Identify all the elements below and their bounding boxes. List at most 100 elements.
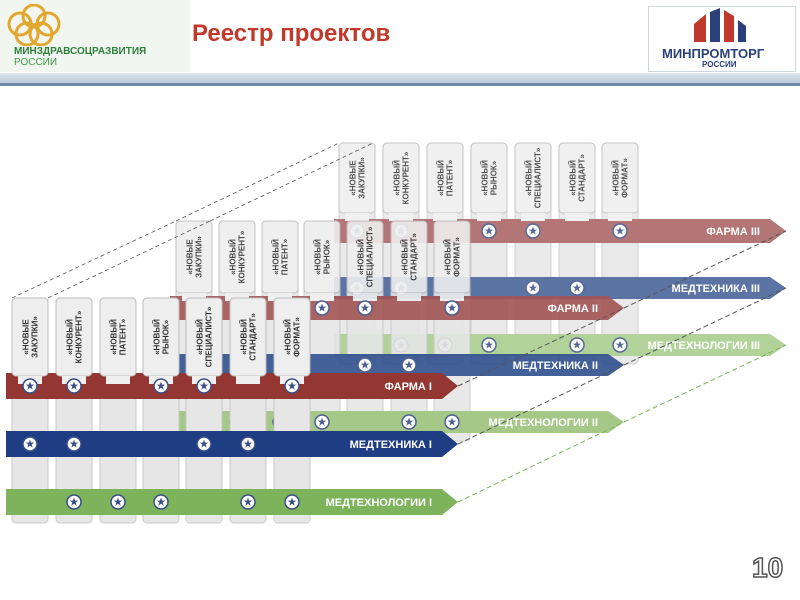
page-title: Реестр проектов <box>192 20 391 47</box>
tab-stub <box>565 213 589 221</box>
perspective-dashed-line <box>457 307 625 387</box>
tab-stub <box>608 213 632 221</box>
star-circle-icon <box>357 357 373 373</box>
tab-stub <box>106 376 130 384</box>
project-tab-label: «НОВЫЙСТАНДАРТ» <box>240 313 258 361</box>
tab-stub <box>521 213 545 221</box>
star-circle-icon <box>525 280 541 296</box>
project-tab-label: «НОВЫЙСПЕЦИАЛИСТ» <box>525 147 543 208</box>
project-arrow-label: МЕДТЕХНОЛОГИИ I <box>326 497 432 509</box>
perspective-dashed-line <box>457 364 625 445</box>
perspective-lines <box>11 142 787 503</box>
left-ministry-name: МИНЗДРАВСОЦРАЗВИТИЯ РОССИИ <box>14 46 146 68</box>
star-circle-icon <box>22 378 38 394</box>
star-circle-icon <box>110 494 126 510</box>
tab-stub <box>268 293 292 301</box>
slide-header: МИНЗДРАВСОЦРАЗВИТИЯ РОССИИ Реестр проект… <box>0 0 800 86</box>
tab-stub <box>310 293 334 301</box>
project-arrow-label: МЕДТЕХНИКА II <box>513 360 598 372</box>
project-tab-label: «НОВЫЙСПЕЦИАЛИСТ» <box>357 226 375 287</box>
right-ministry-line2: РОССИИ <box>702 60 737 69</box>
tab-stub <box>440 293 464 301</box>
star-circle-icon <box>481 223 497 239</box>
diagram-layer-i: ФАРМА I МЕДТЕХНИКА I МЕДТЕХНОЛОГИИ I «НОВЫЕ… <box>6 297 458 524</box>
project-tab-label: «НОВЫЙРЫНОК» <box>481 160 499 196</box>
project-arrow-label: ФАРМА I <box>385 381 432 393</box>
star-circle-icon <box>444 414 460 430</box>
star-circle-icon <box>196 436 212 452</box>
project-tab-label: «НОВЫЕЗАКУПКИ» <box>186 236 204 278</box>
star-circle-icon <box>284 494 300 510</box>
star-circle-icon <box>612 223 628 239</box>
project-arrow-label: ФАРМА II <box>547 303 598 315</box>
perspective-dashed-line <box>623 230 787 309</box>
project-tab-label: «НОВЫЙПАТЕНТ» <box>437 159 455 196</box>
right-ministry-line1: МИНПРОМТОРГ <box>662 46 765 61</box>
project-arrow-label: МЕДТЕХНОЛОГИИ II <box>489 417 598 429</box>
star-circle-icon <box>569 280 585 296</box>
project-tab-label: «НОВЫЕЗАКУПКИ» <box>349 157 367 199</box>
star-circle-icon <box>66 494 82 510</box>
project-arrow <box>6 431 458 457</box>
project-tab-label: «НОВЫЙКОНКУРЕНТ» <box>393 151 411 204</box>
star-circle-icon <box>481 337 497 353</box>
star-circle-icon <box>357 300 373 316</box>
star-circle-icon <box>240 436 256 452</box>
star-circle-icon <box>314 414 330 430</box>
project-tab-label: «НОВЫЕЗАКУПКИ» <box>22 316 40 358</box>
tab-stub <box>397 293 421 301</box>
star-circle-icon <box>153 378 169 394</box>
project-arrow-label: ФАРМА III <box>706 226 760 238</box>
perspective-dashed-line <box>209 142 374 222</box>
tab-stub <box>236 376 260 384</box>
star-circle-icon <box>240 494 256 510</box>
star-circle-icon <box>153 494 169 510</box>
perspective-dashed-line <box>623 344 787 423</box>
star-circle-icon <box>284 378 300 394</box>
project-tab-label: «НОВЫЙФОРМАТ» <box>284 317 302 357</box>
star-circle-icon <box>22 436 38 452</box>
perspective-dashed-line <box>11 220 177 299</box>
project-tab-label: «НОВЫЙПАТЕНТ» <box>272 238 290 275</box>
header-stripe-dark <box>0 83 800 86</box>
star-circle-icon <box>66 436 82 452</box>
tab-stub <box>353 293 377 301</box>
project-arrow-label: МЕДТЕХНИКА III <box>672 283 760 295</box>
star-circle-icon <box>401 357 417 373</box>
perspective-dashed-line <box>175 142 340 222</box>
left-ministry-line2: РОССИИ <box>14 57 58 68</box>
right-ministry-logo <box>648 6 796 72</box>
perspective-dashed-line <box>47 220 211 299</box>
star-circle-icon <box>569 337 585 353</box>
star-circle-icon <box>314 300 330 316</box>
star-circle-icon <box>196 378 212 394</box>
project-tab-label: «НОВЫЙПАТЕНТ» <box>110 318 128 355</box>
perspective-dashed-line <box>457 421 625 503</box>
star-circle-icon <box>66 378 82 394</box>
star-circle-icon <box>612 337 628 353</box>
star-circle-icon <box>525 223 541 239</box>
tab-stub <box>225 293 249 301</box>
header-stripe <box>0 73 800 83</box>
tab-stub <box>389 213 413 221</box>
project-tab-label: «НОВЫЙФОРМАТ» <box>444 237 462 277</box>
project-tab-label: «НОВЫЙФОРМАТ» <box>612 158 630 198</box>
perspective-dashed-line <box>623 287 787 366</box>
project-tab-label: «НОВЫЙКОНКУРЕНТ» <box>66 310 84 363</box>
ministry-building-icon <box>694 8 746 42</box>
tab-stub <box>433 213 457 221</box>
tab-stub <box>477 213 501 221</box>
project-tab-label: «НОВЫЙРЫНОК» <box>153 319 171 355</box>
project-arrow-label: МЕДТЕХНИКА I <box>350 439 432 451</box>
tab-stub <box>345 213 369 221</box>
project-tab-label: «НОВЫЙРЫНОК» <box>314 239 332 275</box>
project-tab-label: «НОВЫЙСТАНДАРТ» <box>569 154 587 202</box>
left-ministry-line1: МИНЗДРАВСОЦРАЗВИТИЯ <box>14 46 147 57</box>
project-tab-label: «НОВЫЙСТАНДАРТ» <box>401 233 419 281</box>
tab-stub <box>182 293 206 301</box>
logo-rings-icon <box>7 4 61 46</box>
page-number: 10 <box>751 551 784 584</box>
star-circle-icon <box>401 414 417 430</box>
project-tab-label: «НОВЫЙКОНКУРЕНТ» <box>229 230 247 283</box>
